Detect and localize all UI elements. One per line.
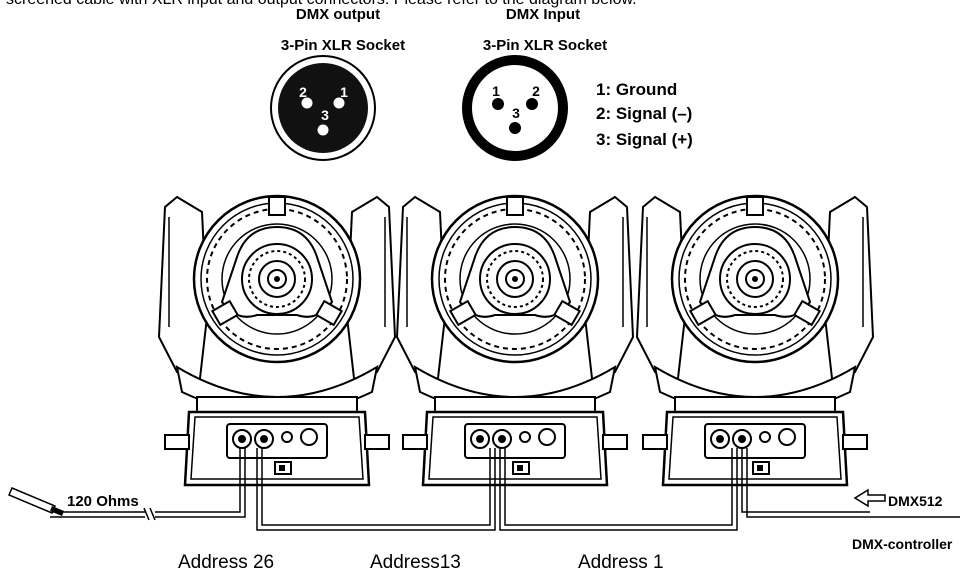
moving-head-fixture-3 [635,194,875,487]
dmx-input-subtitle: 3-Pin XLR Socket [482,37,608,54]
dmx-cable [50,448,960,531]
dmx-input-socket: 1 2 3 [462,55,568,161]
address-label-fixture-3: Address 1 [578,552,664,573]
address-label-fixture-1: Address 26 [178,552,275,573]
pin-legend-ground: 1: Ground [596,80,678,99]
output-pin-1: 1 [340,84,348,100]
dmx-controller-label: DMX-controller [852,536,953,552]
dmx-input-arrow-icon [853,488,886,508]
dmx512-label: DMX512 [888,493,943,509]
pin-legend-signal-plus: 3: Signal (+) [596,130,693,149]
dmx-output-title: DMX output [295,6,381,23]
moving-head-fixture-2 [395,194,635,487]
dmx-input-title: DMX Input [505,6,581,23]
output-pin-2: 2 [299,84,307,100]
moving-head-fixture-1 [157,194,397,487]
output-pin-3: 3 [321,107,329,123]
dmx-output-subtitle: 3-Pin XLR Socket [280,37,406,54]
terminator-plug-icon [8,487,64,516]
dmx-output-socket: 2 1 3 [270,55,376,161]
input-pin-1: 1 [492,83,500,99]
input-pin-2: 2 [532,83,540,99]
pin-legend-signal-minus: 2: Signal (–) [596,104,693,123]
intro-text: screened cable with XLR input and output… [6,0,637,9]
terminator-label: 120 Ohms [67,493,139,510]
address-label-fixture-2: Address13 [370,552,461,573]
input-pin-3: 3 [512,105,520,121]
